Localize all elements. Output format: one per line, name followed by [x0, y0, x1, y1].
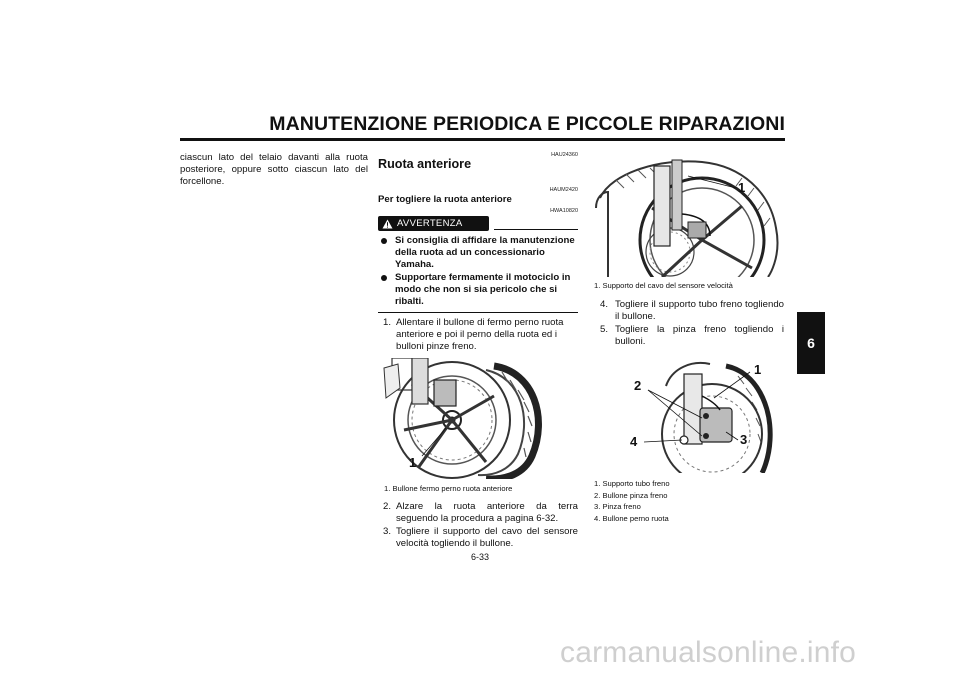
- caption-item: 3. Pinza freno: [594, 502, 641, 512]
- figure-caption: 1. Supporto del cavo del sensore velocit…: [594, 281, 733, 290]
- warning-text: Supportare fermamente il motociclo in mo…: [395, 272, 571, 308]
- step-number: 5.: [600, 324, 609, 335]
- step-4: 4. Togliere il supporto tubo freno togli…: [600, 299, 784, 323]
- step-text: Allentare il bullone di fermo perno ruot…: [396, 317, 564, 353]
- warning-item: Si consiglia di affidare la manutenzione…: [381, 235, 578, 272]
- step-1: 1. Allentare il bullone di fermo perno r…: [383, 317, 578, 354]
- warning-bottom-rule: [378, 312, 578, 313]
- step-2: 2. Alzare la ruota anteriore da terra se…: [383, 501, 578, 525]
- warning-text: Si consiglia di affidare la manutenzione…: [395, 235, 575, 271]
- figure-brake-caliper: 1 2 3 4: [626, 356, 776, 473]
- caption-item: 2. Bullone pinza freno: [594, 490, 668, 500]
- callout-3: 3: [740, 432, 748, 447]
- figure-speed-sensor-cable: 1: [592, 158, 784, 277]
- warning-top-rule: [494, 229, 578, 230]
- callout-1: 1: [738, 180, 746, 195]
- caption-item: 1. Supporto tubo freno: [594, 479, 670, 488]
- warning-item: Supportare fermamente il motociclo in mo…: [381, 272, 578, 309]
- subsection-title: Per togliere la ruota anteriore: [378, 194, 512, 205]
- callout-4: 4: [630, 434, 638, 449]
- title-rule: [180, 138, 785, 141]
- callout-1: 1: [409, 455, 417, 470]
- step-3: 3. Togliere il supporto del cavo del sen…: [383, 526, 578, 550]
- chapter-tab: 6: [797, 312, 825, 374]
- watermark: carmanualsonline.info: [560, 636, 857, 669]
- front-wheel-illustration: [383, 358, 542, 479]
- step-number: 2.: [383, 501, 392, 512]
- step-5: 5. Togliere la pinza freno togliendo i b…: [600, 324, 784, 348]
- section-title: Ruota anteriore: [378, 157, 472, 171]
- continuation-text: ciascun lato del telaio davanti alla ruo…: [180, 152, 368, 188]
- warning-label: AVVERTENZA: [397, 218, 463, 229]
- callout-2: 2: [634, 378, 642, 393]
- step-number: 3.: [383, 526, 392, 537]
- step-text: Togliere il supporto del cavo del sensor…: [396, 526, 578, 550]
- figure-front-wheel-axle: 1: [382, 358, 576, 479]
- brake-caliper-illustration: [643, 362, 773, 473]
- step-text: Alzare la ruota anteriore da terra segue…: [396, 501, 578, 525]
- bullet-icon: [381, 275, 387, 281]
- page-number: 6-33: [470, 552, 489, 562]
- caption-item: 4. Bullone perno ruota: [594, 513, 669, 523]
- speed-sensor-illustration: [595, 159, 779, 277]
- code-hwa10820: HWA10820: [550, 208, 578, 214]
- figure-caption-list: 1. Supporto tubo freno 2. Bullone pinza …: [594, 478, 670, 524]
- warning-badge: AVVERTENZA: [378, 216, 489, 231]
- step-number: 4.: [600, 299, 609, 310]
- figure-caption: 1. Bullone fermo perno ruota anteriore: [384, 484, 513, 493]
- bullet-icon: [381, 238, 387, 244]
- step-text: Togliere il supporto tubo freno togliend…: [615, 299, 784, 323]
- code-haum2420: HAUM2420: [549, 187, 578, 193]
- step-number: 1.: [383, 317, 392, 328]
- code-hau24360: HAU24360: [551, 152, 578, 158]
- warning-triangle-icon: [382, 219, 393, 228]
- step-text: Togliere la pinza freno togliendo i bull…: [615, 324, 784, 348]
- callout-1: 1: [754, 362, 762, 377]
- page-title: MANUTENZIONE PERIODICA E PICCOLE RIPARAZ…: [269, 113, 785, 135]
